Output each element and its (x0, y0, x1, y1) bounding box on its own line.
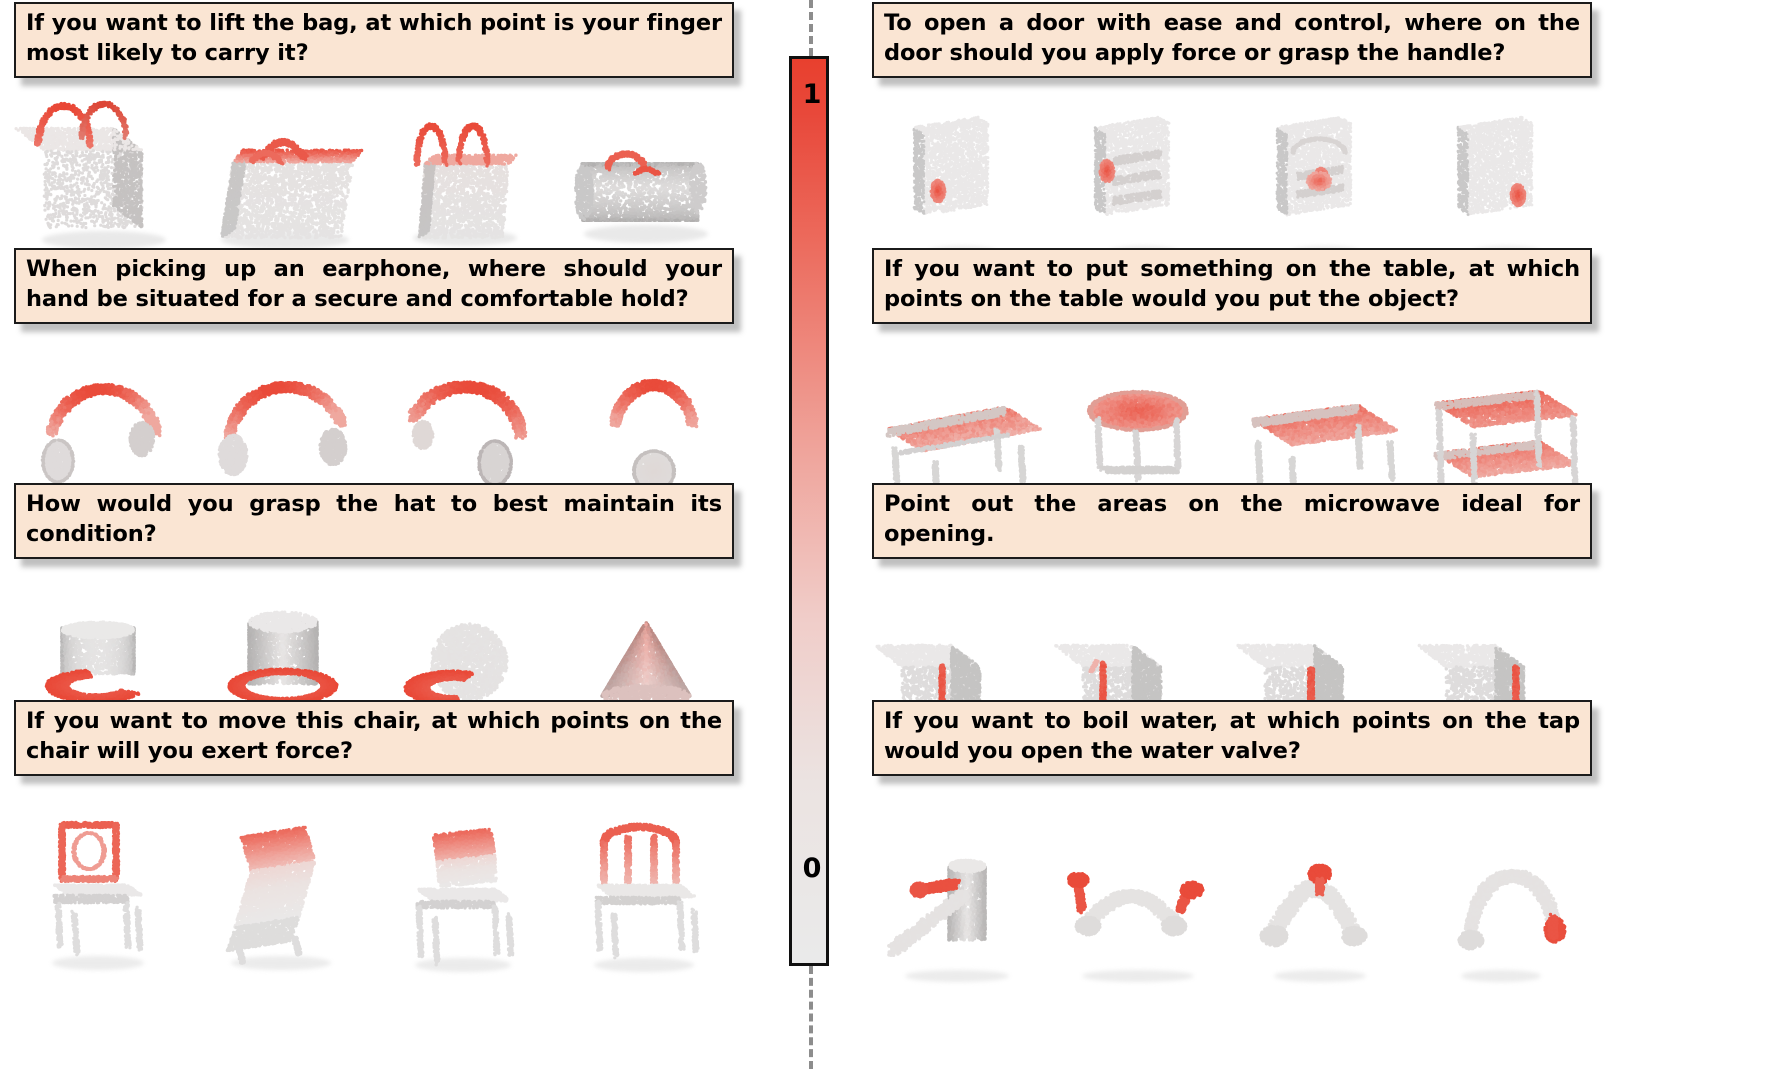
pointcloud-single-lever-tap (872, 818, 1048, 983)
colorbar-min-label: 0 (792, 853, 832, 884)
question-block-chair: If you want to move this chair, at which… (14, 700, 734, 971)
caption-earphone: When picking up an earphone, where shoul… (14, 248, 734, 324)
colorbar-max-label: 1 (792, 79, 832, 110)
divider-dashed-bottom (809, 966, 813, 1069)
divider-dashed-top (809, 0, 813, 56)
caption-bag: If you want to lift the bag, at which po… (14, 2, 734, 78)
question-block-faucet: If you want to boil water, at which poin… (872, 700, 1592, 983)
question-block-hat: How would you grasp the hat to best main… (14, 483, 734, 733)
pointcloud-chair-front (14, 791, 190, 971)
pointcloud-arched-door (1235, 95, 1411, 260)
question-block-bag: If you want to lift the bag, at which po… (14, 2, 734, 256)
caption-faucet: If you want to boil water, at which poin… (872, 700, 1592, 776)
pointcloud-gooseneck-tap (1416, 818, 1592, 983)
pointcloud-chair-tilted (195, 791, 371, 971)
pointcloud-row-faucet (872, 798, 1592, 983)
pointcloud-handbag (195, 88, 371, 256)
pointcloud-headphone-front (558, 343, 734, 503)
pointcloud-basket-bag (14, 88, 190, 256)
pointcloud-double-handle-tap (1053, 818, 1229, 983)
pointcloud-slab-door (1416, 95, 1592, 260)
caption-microwave: Point out the areas on the microwave ide… (872, 483, 1592, 559)
pointcloud-tote-bag (377, 88, 553, 256)
pointcloud-row-bag (14, 86, 734, 256)
pointcloud-row-earphone (14, 338, 734, 503)
pointcloud-headphone-side (14, 343, 190, 503)
left-column: If you want to lift the bag, at which po… (14, 0, 734, 1069)
pointcloud-headphone-open (377, 343, 553, 503)
caption-table: If you want to put something on the tabl… (872, 248, 1592, 324)
right-column: To open a door with ease and control, wh… (872, 0, 1592, 1069)
caption-chair: If you want to move this chair, at which… (14, 700, 734, 776)
caption-hat: How would you grasp the hat to best main… (14, 483, 734, 559)
pointcloud-plain-door (872, 95, 1048, 260)
caption-door: To open a door with ease and control, wh… (872, 2, 1592, 78)
affordance-colorbar: 1 0 (789, 56, 829, 966)
pointcloud-row-door (872, 90, 1592, 260)
question-block-earphone: When picking up an earphone, where shoul… (14, 248, 734, 503)
colorbar-group: 1 0 (781, 0, 841, 1069)
pointcloud-duffel-bag (558, 88, 734, 256)
pointcloud-panel-door (1053, 95, 1229, 260)
pointcloud-headphone-arch (195, 343, 371, 503)
question-block-door: To open a door with ease and control, wh… (872, 2, 1592, 260)
pointcloud-armchair (558, 791, 734, 971)
pointcloud-arched-tap (1235, 818, 1411, 983)
pointcloud-row-chair (14, 786, 734, 971)
question-block-table: If you want to put something on the tabl… (872, 248, 1592, 507)
pointcloud-chair-side (377, 791, 553, 971)
